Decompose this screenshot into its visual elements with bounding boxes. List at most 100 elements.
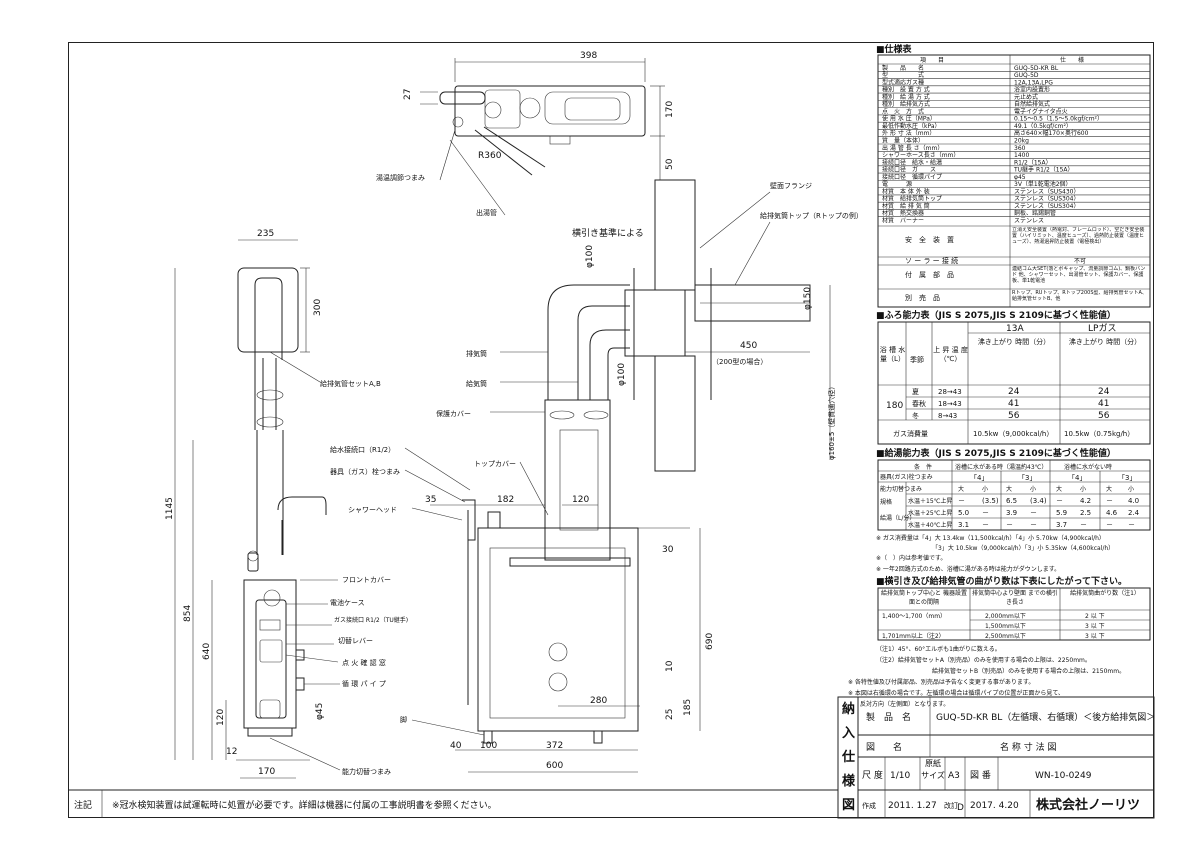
spec-row-value: GUQ-5D-KR BL <box>1014 65 1059 72</box>
hw-cell: 4.0 <box>1128 497 1139 505</box>
label-pipe-set: 給排気管セットA,B <box>320 379 381 388</box>
hw-row-label: 水温＋15℃上昇 <box>908 497 952 505</box>
dim-d100-bot: φ100 <box>617 363 627 386</box>
dim-398: 398 <box>580 51 597 61</box>
spec-row-value: 高さ640×幅170×奥行600 <box>1014 129 1089 137</box>
hw-col-big: 大 <box>958 485 964 493</box>
spec-row-label: 接続口径 給水・給湯 <box>882 158 942 166</box>
dim-50: 50 <box>665 158 675 170</box>
spec-option-label: 別 売 品 <box>905 293 940 302</box>
vent-row-bends: 2 以 下 <box>1085 613 1105 620</box>
spec-row-value: 0.15～0.5（1.5～5.0kgf/cm²） <box>1014 116 1103 123</box>
bath-h-rise: 上 昇 温 度（℃） <box>933 346 968 363</box>
dim-30: 30 <box>662 545 674 555</box>
spec-title: ■仕様表 <box>876 43 913 55</box>
spec-row-label: 型 式 <box>882 71 924 79</box>
hw-cell: － <box>1030 509 1037 517</box>
spec-row-label: 材質 熱交換器 <box>882 209 924 217</box>
vent-n2: （注2）給排気管セットA（別売品）のみを使用する場合の上限は、2250mm。 <box>876 656 1091 664</box>
hw-n4-a: 「4」 <box>970 474 988 482</box>
vent-title: ■横引き及び給排気管の曲がり数は下表にしたがって下さい。 <box>876 575 1127 587</box>
bath-title: ■ふろ能力表（JIS S 2075,JIS S 2109に基づく性能値） <box>876 309 1116 321</box>
spec-row-label: 材質 本 体 外 装 <box>882 187 930 195</box>
dim-120-side: 120 <box>216 709 226 726</box>
bath-season: 冬 <box>912 411 919 420</box>
spec-row-value: 49.1（0.5kgf/cm²） <box>1014 123 1072 130</box>
spec-row-label: 最低作動水圧（kPa） <box>882 122 941 130</box>
vent-row-length: 1,500mm以下 <box>985 623 1026 630</box>
bath-time-13a: 41 <box>1008 399 1019 409</box>
hw-n3-b: 「3」 <box>1118 474 1136 482</box>
vent-table: ■横引き及び給排気管の曲がり数は下表にしたがって下さい。 給排気筒トップ中心と … <box>848 575 1151 708</box>
dim-25: 25 <box>665 709 675 720</box>
bath-cons-label: ガス消費量 <box>893 429 928 438</box>
drawing-sheet <box>68 42 1154 818</box>
spec-row-label: 種別 設 置 方 式 <box>882 86 930 94</box>
spec-row-label: 接続口径 循環パイプ <box>882 173 942 181</box>
spec-row-value: 銅板、銘錫銅管 <box>1014 209 1056 217</box>
hw-cell: － <box>1006 521 1013 529</box>
spec-row-label: 種別 給排気方式 <box>882 100 930 108</box>
dim-40: 40 <box>450 741 462 751</box>
vent-h1: 給排気筒トップ中心と 機器設置面との間隔 <box>881 590 967 606</box>
dim-1145: 1145 <box>165 497 175 520</box>
tb-num-label: 図 番 <box>970 769 991 781</box>
tb-scale: 1/10 <box>890 771 910 781</box>
bath-cons-13a: 10.5kw（9,000kcal/h） <box>973 430 1053 438</box>
tb-side-char: 仕 <box>841 749 855 765</box>
spec-accessory-value: 連結ゴム大SET(落とボキャップ、流量調節ゴム)、鋼板バンド 他、シャワーセット… <box>1012 266 1146 284</box>
dim-170-top: 170 <box>665 101 675 118</box>
spec-row-value: 電子イグナイタ点火 <box>1014 107 1068 115</box>
label-ignition-window: 点 火 確 認 窓 <box>342 658 386 667</box>
hw-sw: 器具(ガス)栓つまみ <box>880 473 933 481</box>
hw-cell: 3.7 <box>1056 521 1067 529</box>
spec-safety-label: 安 全 装 置 <box>905 235 954 244</box>
label-ref-line: 横引き基準による <box>572 227 644 239</box>
spec-row-value: 浴室内設置形 <box>1014 86 1050 94</box>
spec-safety-value: 立消え安全装置（熱電対、フレームロッド）、空だき安全装置（ハイリミット、温度ヒュ… <box>1012 227 1145 245</box>
vent-n4b: 反対方向（左側面）となります。 <box>860 700 949 708</box>
spec-accessory-label: 付 属 部 品 <box>905 270 954 279</box>
side-view: 300 235 1145 854 640 120 φ45 12 170 給排気管… <box>165 229 408 779</box>
hw-cell: 6.5 <box>1006 497 1017 505</box>
hw-cell: － <box>1128 521 1135 529</box>
label-gas-inlet: ガス接続口 R1/2（TU継手) <box>334 616 408 624</box>
dim-854: 854 <box>183 605 193 622</box>
bath-cons-lp: 10.5kw（0.75kg/h） <box>1064 430 1134 438</box>
dim-235: 235 <box>257 229 274 239</box>
tb-rev: 2017. 4.20 <box>970 801 1019 811</box>
hw-col-small: 小 <box>1128 485 1134 493</box>
dim-d160: φ160±5（壁貫通穴径） <box>827 383 836 460</box>
vent-row-bends: 3 以 下 <box>1085 623 1105 630</box>
tb-company: 株式会社ノーリツ <box>1036 797 1140 813</box>
hw-col-small: 小 <box>982 485 988 493</box>
tb-side-char: 納 <box>842 701 855 717</box>
hw-note2: ※（ ）内は参考値です。 <box>876 554 946 562</box>
label-intake: 給気筒 <box>466 379 487 388</box>
spec-row-value: ステンレス（SUS430） <box>1014 188 1079 195</box>
dim-d150: φ150 <box>803 287 813 310</box>
tb-product: GUQ-5D-KR BL（左循環、右循環）＜後方給排気図＞ <box>936 711 1155 723</box>
dim-640: 640 <box>202 643 212 660</box>
spec-row-value: 3V（単1乾電池2個） <box>1014 180 1072 188</box>
hw-cell: － <box>982 509 989 517</box>
spec-option-value: Rトップ、RUトップ、Rトップ200S型、給排気管セットA、給排気管セットB、他 <box>1012 290 1147 302</box>
bath-season: 春秋 <box>912 399 926 408</box>
front-view: 横引き基準による φ100 φ100 φ150 450 （200型の場合） φ1… <box>330 179 863 773</box>
bath-rise: 18→43 <box>938 400 962 408</box>
spec-row-label: 種別 給 湯 方 式 <box>882 93 930 101</box>
spec-row-label: 型式適応ガス種 <box>882 78 924 86</box>
spec-row-label: 材質 バーナー <box>882 217 924 225</box>
label-temp-knob: 湯温調節つまみ <box>376 173 425 182</box>
spec-row-label: 材質 給排気筒トップ <box>882 195 942 203</box>
spec-row-value: ステンレス（SUS304） <box>1014 196 1079 203</box>
hw-n3-a: 「3」 <box>1018 474 1036 482</box>
hw-cap: 能力切替つまみ <box>880 485 922 493</box>
dim-690: 690 <box>705 633 715 650</box>
dim-185: 185 <box>683 699 693 716</box>
dim-27: 27 <box>403 89 413 100</box>
vent-row-interval: 1,400～1,700（mm） <box>882 613 946 620</box>
spec-row-value: 12A,13A,LPG <box>1014 79 1053 86</box>
